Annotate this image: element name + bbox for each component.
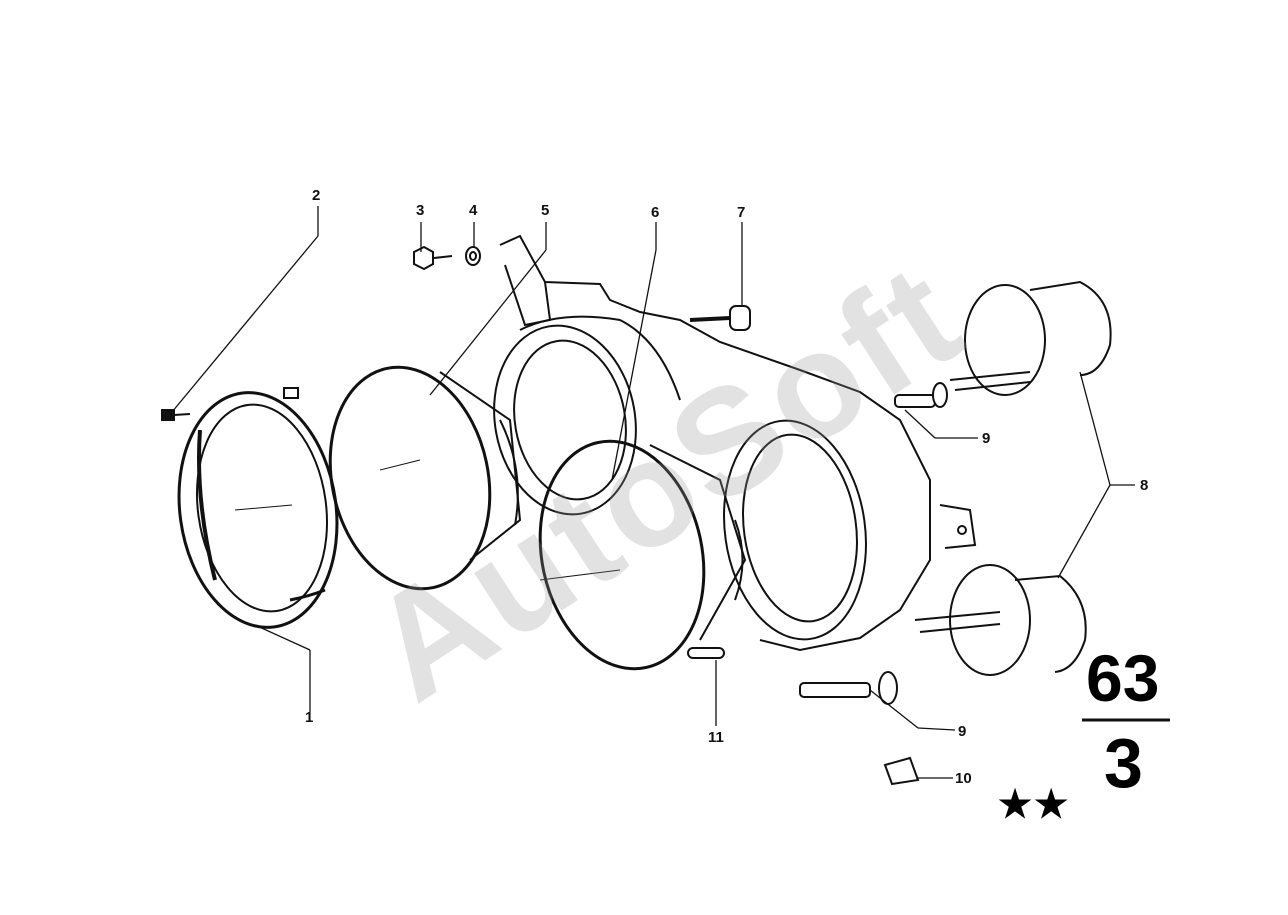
callout-5: 5 — [541, 202, 550, 219]
callout-8: 8 — [1140, 477, 1149, 494]
callout-6: 6 — [651, 204, 660, 221]
part-1-trim-ring — [177, 387, 339, 629]
callout-4: 4 — [469, 202, 478, 219]
callout-11: 11 — [708, 729, 724, 746]
callout-10: 10 — [955, 770, 972, 787]
part-11-small-bulb — [687, 647, 725, 659]
leader-lines — [171, 206, 1170, 779]
callout-9-upper: 9 — [982, 430, 991, 447]
part-5-sealed-beam-left — [328, 365, 522, 591]
callout-2: 2 — [312, 187, 321, 204]
part-6-sealed-beam-right — [538, 439, 747, 671]
group-number-main: 63 — [1086, 641, 1160, 715]
callout-7: 7 — [737, 204, 746, 221]
part-3-nut — [413, 245, 453, 271]
part-2-screw — [161, 409, 191, 421]
group-stars: ★★ — [998, 784, 1071, 826]
group-number-sub: 3 — [1104, 724, 1143, 802]
part-8-socket-upper — [949, 280, 1112, 396]
callout-9-lower: 9 — [958, 723, 967, 740]
part-10-cap — [883, 756, 920, 786]
callout-3: 3 — [416, 202, 425, 219]
callout-1: 1 — [305, 709, 314, 726]
part-4-washer — [465, 246, 481, 266]
part-9-bulb-upper — [894, 382, 948, 408]
part-8-socket-lower — [914, 564, 1087, 676]
part-7-adjusting-screw — [689, 305, 751, 331]
headlight-housing — [493, 234, 977, 652]
